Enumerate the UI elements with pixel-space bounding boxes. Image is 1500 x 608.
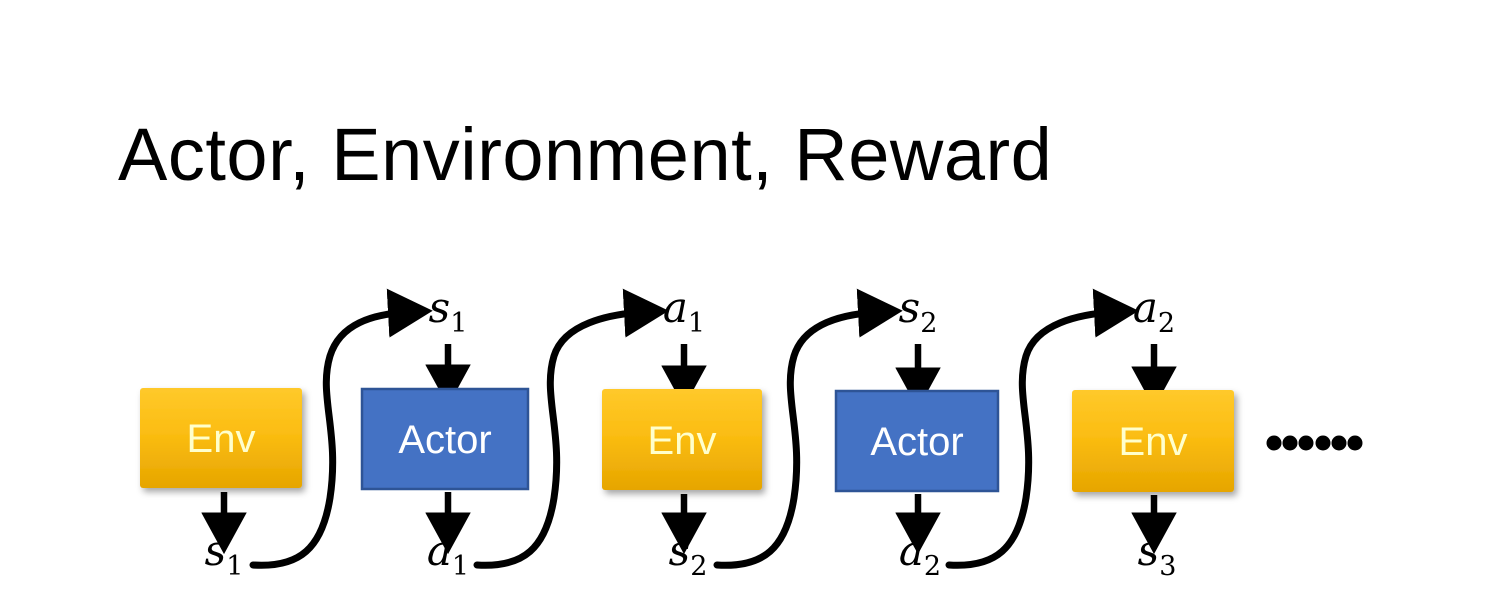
node-label: Env [648, 419, 717, 463]
node-env2[interactable]: Env [602, 389, 762, 490]
ellipsis-dot [1282, 435, 1298, 451]
vertical-arrows-out [201, 492, 1177, 555]
action-label-a1-out: a1 [427, 526, 469, 582]
top-labels: s1 a1 s2 a2 [429, 283, 1175, 339]
state-label-s3-out: s3 [1138, 526, 1177, 582]
curve-group [249, 288, 1139, 569]
node-actor1[interactable]: Actor [360, 387, 530, 491]
state-label-s2: s2 [899, 283, 938, 339]
action-label-a1: a1 [663, 283, 705, 339]
curve-s1 [249, 288, 433, 569]
ellipsis-dot [1298, 435, 1314, 451]
node-label: Env [1119, 420, 1188, 464]
actor-box[interactable] [834, 389, 1000, 493]
node-label: Actor [870, 420, 963, 464]
node-env1[interactable]: Env [140, 388, 302, 488]
node-label: Env [187, 417, 256, 461]
ellipsis-dots [1266, 435, 1363, 451]
state-label-s1: s1 [429, 283, 468, 339]
action-label-a2: a2 [1133, 283, 1175, 339]
env-box[interactable] [140, 388, 302, 488]
curve-s2 [713, 288, 903, 569]
curve-a2 [945, 288, 1139, 569]
bottom-labels: s1 a1 s2 a2 s3 [205, 526, 1177, 582]
node-actor2[interactable]: Actor [834, 389, 1000, 493]
ellipsis-dot [1315, 435, 1331, 451]
ellipsis-dot [1266, 435, 1282, 451]
ellipsis-dot [1347, 435, 1363, 451]
state-label-s2-out: s2 [669, 526, 708, 582]
node-label: Actor [398, 418, 491, 462]
curve-a1 [473, 288, 669, 569]
actor-box[interactable] [360, 387, 530, 491]
state-label-s1-out: s1 [205, 526, 244, 582]
action-label-a2-out: a2 [899, 526, 941, 582]
ellipsis-dot [1331, 435, 1347, 451]
vertical-arrows-in [425, 344, 1177, 410]
env-box[interactable] [1072, 390, 1234, 492]
node-env3[interactable]: Env [1072, 390, 1234, 492]
env-box[interactable] [602, 389, 762, 490]
page-title: Actor, Environment, Reward [118, 113, 1053, 196]
